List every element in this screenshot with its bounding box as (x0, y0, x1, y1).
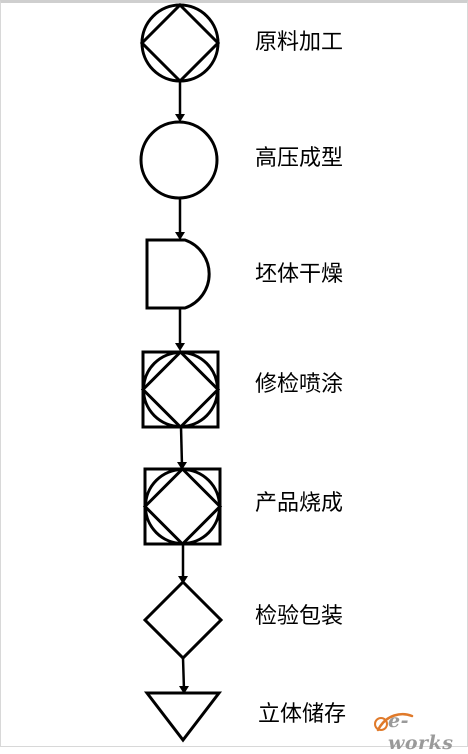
symbol-delay (145, 238, 211, 310)
step-label-green-body-drying: 坯体干燥 (255, 262, 344, 287)
arrowhead-icon (177, 462, 187, 470)
watermark-logo: e-works (372, 708, 462, 754)
arrowhead-icon (175, 114, 185, 122)
flow-connector (181, 657, 186, 691)
symbol-inspection-operation (142, 466, 223, 547)
arrowhead-icon (175, 343, 185, 351)
step-label-firing: 产品烧成 (255, 491, 344, 516)
arrowhead-icon (179, 686, 189, 694)
symbol-operation (139, 120, 219, 200)
symbol-inspection (142, 579, 224, 661)
swoosh-icon (374, 713, 414, 732)
flow-connector (179, 426, 184, 467)
step-label-raw-material-processing: 原料加工 (255, 30, 344, 55)
arrowhead-icon (175, 232, 185, 240)
symbol-operation-processing (139, 2, 221, 84)
symbol-storage (143, 691, 223, 743)
step-label-storage: 立体储存 (258, 702, 347, 727)
step-label-inspection-packaging: 检验包装 (255, 604, 344, 629)
step-label-high-pressure-forming: 高压成型 (255, 146, 344, 171)
step-label-inspection-spraying: 修检喷涂 (255, 372, 344, 397)
watermark-text: e-works (388, 710, 454, 754)
symbol-inspection-operation (140, 349, 221, 430)
